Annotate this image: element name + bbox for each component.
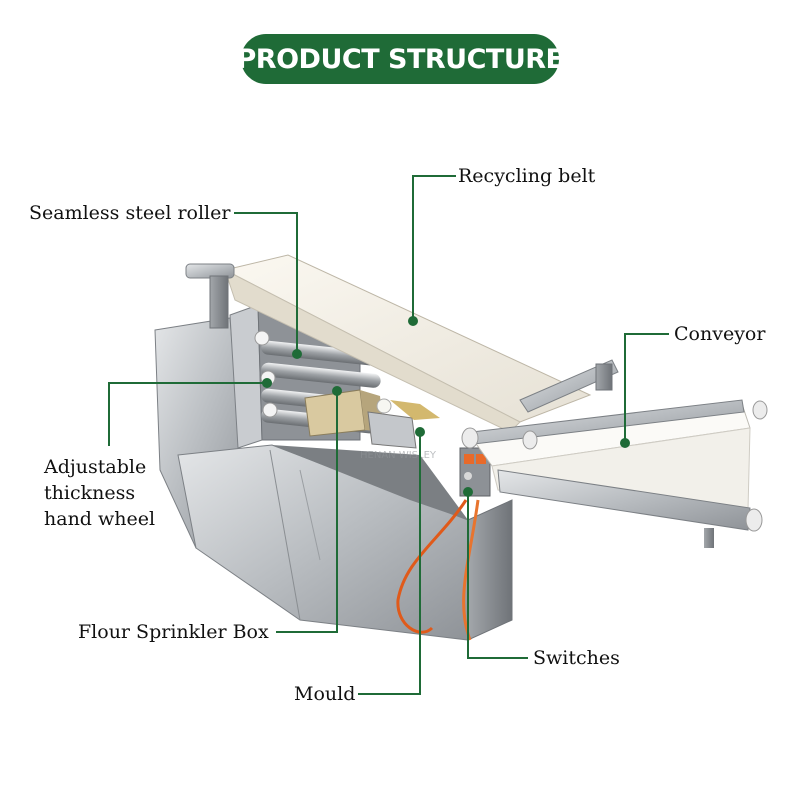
callout-dot-switches [463, 487, 473, 497]
callout-dot-recycling-belt [408, 316, 418, 326]
label-seamless-steel-roller: Seamless steel roller [29, 202, 231, 224]
callout-line-steel-roller [234, 212, 298, 354]
label-flour-sprinkler-box: Flour Sprinkler Box [78, 621, 269, 643]
callout-dot-hand-wheel [262, 378, 272, 388]
power-cables [396, 499, 480, 641]
recycling-belt [185, 254, 619, 433]
callout-line-sprinkler [276, 391, 338, 633]
callout-dots [262, 316, 630, 497]
watermark-text: HENAN WISLEY [360, 450, 437, 461]
mould [367, 398, 440, 449]
title-banner: PRODUCT STRUCTURE [237, 34, 564, 84]
callout-line-mould [358, 432, 421, 695]
callout-line-switches [467, 492, 528, 659]
callout-line-recycling-belt [412, 175, 456, 321]
callout-dot-conveyor [620, 438, 630, 448]
label-mould: Mould [294, 683, 356, 705]
callout-line-conveyor [624, 333, 669, 443]
label-hand-wheel-line-2: thickness [44, 482, 136, 504]
label-recycling-belt: Recycling belt [458, 165, 596, 187]
label-hand-wheel-line-1: Adjustable [44, 456, 147, 478]
conveyor [461, 399, 768, 548]
label-hand-wheel-line-3: hand wheel [44, 508, 156, 530]
label-adjustable-thickness-hand-wheel: Adjustable thickness hand wheel [44, 454, 184, 532]
label-switches: Switches [533, 647, 620, 669]
label-conveyor: Conveyor [674, 323, 766, 345]
callout-line-hand-wheel [108, 382, 267, 446]
callout-dot-mould [415, 427, 425, 437]
callout-dot-steel-roller [292, 349, 302, 359]
callout-lines [108, 175, 669, 695]
callout-dot-sprinkler [332, 386, 342, 396]
